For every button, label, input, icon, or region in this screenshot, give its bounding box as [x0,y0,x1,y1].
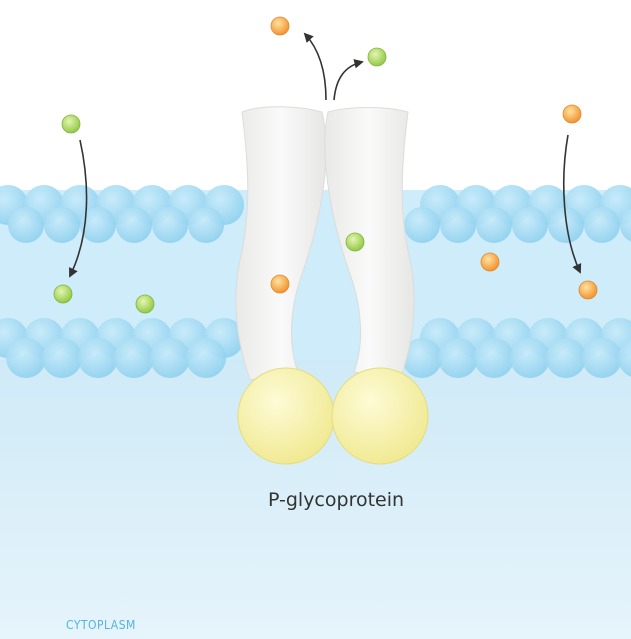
lipid-head [546,338,586,378]
lipid-head [186,338,226,378]
lipid-head [116,207,152,243]
lipid-head [152,207,188,243]
nucleotide-binding-domain-right [332,368,428,464]
efflux-arrow-left [305,34,326,100]
protein-label: P-glycoprotein [268,489,404,511]
lipid-head [476,207,512,243]
substrate-orange-molecule [481,253,499,271]
lipid-head [438,338,478,378]
nucleotide-binding-domain-left [238,368,334,464]
substrate-orange-molecule [271,275,289,293]
compartment-label: CYTOPLASM [66,618,136,632]
lipid-head [6,338,46,378]
lipid-head [8,207,44,243]
lipid-head [78,338,118,378]
lipid-head [584,207,620,243]
substrate-orange-molecule [579,281,597,299]
substrate-green-molecule [54,285,72,303]
lipid-head [440,207,476,243]
lipid-head [510,338,550,378]
substrate-green-molecule [62,115,80,133]
substrate-green-molecule [346,233,364,251]
lipid-head [404,207,440,243]
lipid-head [188,207,224,243]
lipid-head [582,338,622,378]
substrate-green-molecule [136,295,154,313]
lipid-head [512,207,548,243]
substrate-orange-molecule [563,105,581,123]
lipid-head [42,338,82,378]
substrate-green-molecule [368,48,386,66]
efflux-arrow-right [334,62,362,100]
substrate-orange-molecule [271,17,289,35]
lipid-head [114,338,154,378]
lipid-head [44,207,80,243]
lipid-head [150,338,190,378]
lipid-head [474,338,514,378]
